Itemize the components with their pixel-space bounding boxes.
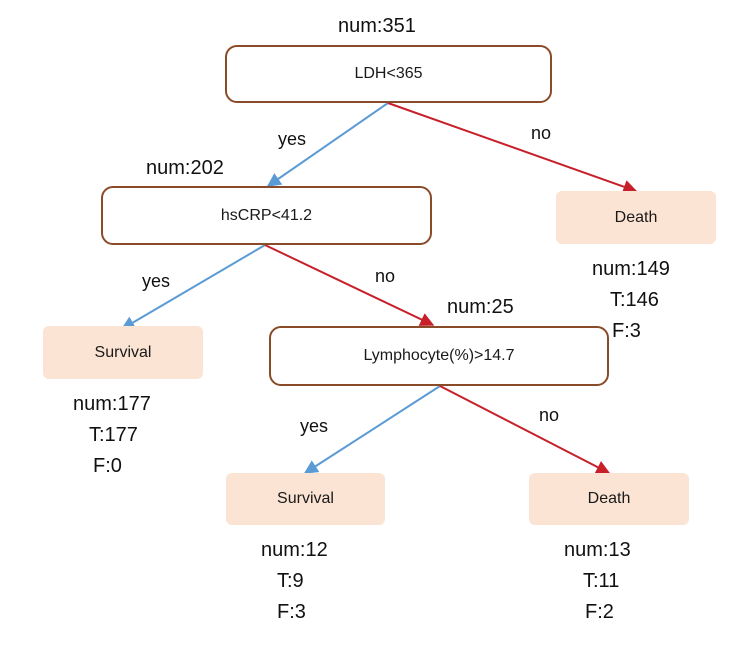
leaf-death-bottom-num: num:13 [564, 539, 631, 561]
leaf-death-bottom: Death [529, 473, 689, 525]
edge-root-yes [266, 102, 389, 187]
leaf-death-top-t: T:146 [610, 289, 659, 311]
leaf-death-top: Death [556, 191, 716, 244]
leaf-death-top-num: num:149 [592, 258, 670, 280]
leaf-death-bottom-f: F:2 [585, 601, 614, 623]
node2-condition-node: Lymphocyte(%)>14.7 [269, 326, 609, 386]
node1-yes-label: yes [142, 271, 171, 291]
node1-num: num:202 [146, 157, 224, 179]
leaf-survival-left-f: F:0 [93, 455, 122, 477]
root-no-label: no [531, 123, 552, 143]
leaf-survival-bottom-f: F:3 [277, 601, 306, 623]
leaf-survival-bottom-num: num:12 [261, 539, 328, 561]
node1-no-label: no [375, 266, 396, 286]
node2-num: num:25 [447, 296, 514, 318]
edge-n2-no [439, 385, 611, 474]
leaf-death-bottom-t: T:11 [583, 570, 620, 592]
leaf-survival-left: Survival [43, 326, 203, 379]
leaf-survival-left-t: T:177 [89, 424, 138, 446]
edge-root-no [387, 102, 638, 194]
leaf-survival-bottom-t: T:9 [277, 570, 304, 592]
node1-condition-node: hsCRP<41.2 [101, 186, 432, 245]
node2-no-label: no [539, 405, 560, 425]
leaf-death-top-f: F:3 [612, 320, 641, 342]
root-yes-label: yes [278, 129, 307, 149]
edge-n2-yes [303, 385, 441, 474]
node2-yes-label: yes [300, 416, 329, 436]
leaf-survival-left-num: num:177 [73, 393, 151, 415]
leaf-survival-bottom: Survival [226, 473, 385, 525]
root-condition-node: LDH<365 [225, 45, 552, 103]
edge-n1-yes [120, 244, 266, 330]
root-num: num:351 [338, 15, 416, 37]
edge-n1-no [264, 244, 435, 326]
